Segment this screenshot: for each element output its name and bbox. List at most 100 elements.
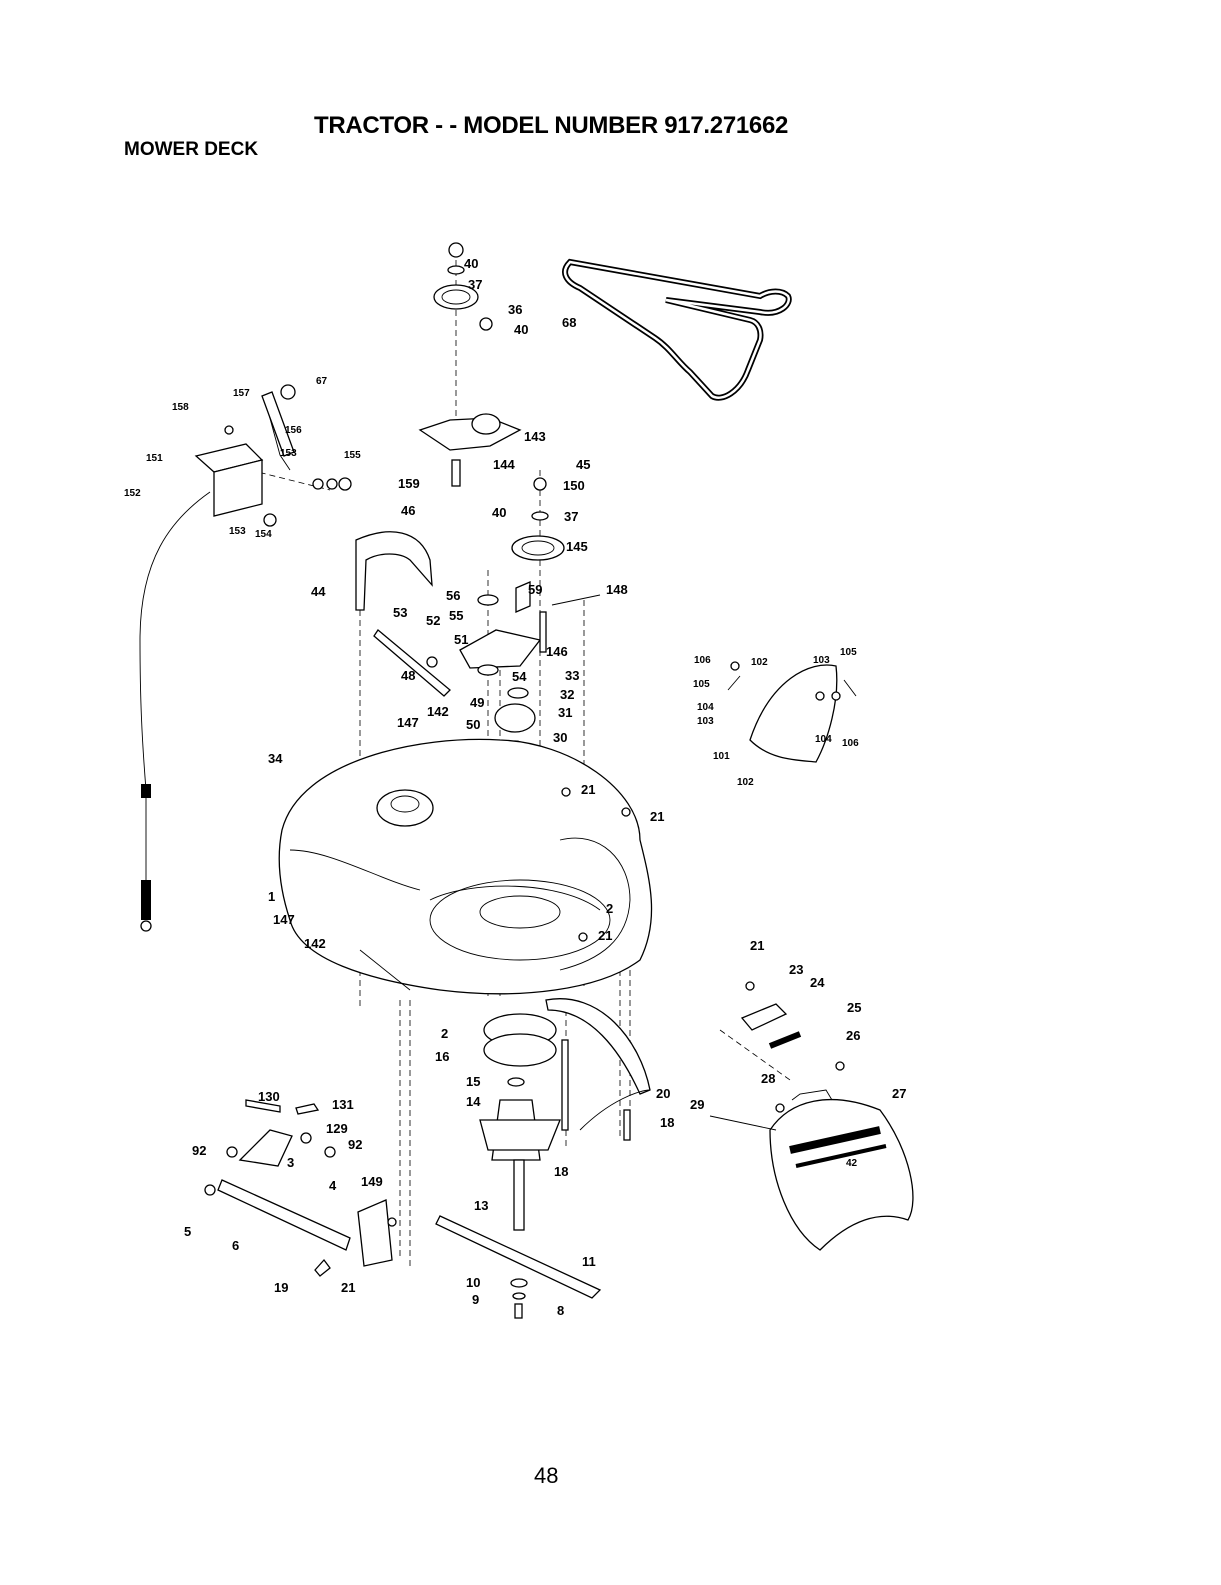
part-callout: 54 bbox=[512, 669, 527, 684]
part-callout: 102 bbox=[751, 657, 768, 668]
part-callout: 13 bbox=[474, 1198, 488, 1213]
part-callout: 37 bbox=[564, 509, 578, 524]
part-callout: 24 bbox=[810, 975, 825, 990]
part-callout: 48 bbox=[401, 668, 415, 683]
part-callout: 52 bbox=[426, 613, 440, 628]
part-callout: 53 bbox=[393, 605, 407, 620]
part-callout: 2 bbox=[441, 1026, 448, 1041]
part-callout: 106 bbox=[694, 655, 711, 666]
part-callout: 105 bbox=[840, 647, 857, 658]
part-callout: 28 bbox=[761, 1071, 775, 1086]
part-callout: 103 bbox=[813, 655, 830, 666]
part-callout: 106 bbox=[842, 738, 859, 749]
part-callout: 4 bbox=[329, 1178, 337, 1193]
part-callout: 151 bbox=[146, 453, 163, 464]
discharge-chute: 42 bbox=[709, 1089, 914, 1251]
part-callout: 25 bbox=[847, 1000, 861, 1015]
part-callout: 147 bbox=[397, 715, 419, 730]
part-callout: 18 bbox=[660, 1115, 674, 1130]
part-callout: 104 bbox=[697, 702, 714, 713]
part-callout: 20 bbox=[656, 1086, 670, 1101]
part-callout: 55 bbox=[449, 608, 463, 623]
belt-guard bbox=[355, 531, 433, 611]
idler-pulley-upper bbox=[418, 242, 522, 487]
part-callout: 10 bbox=[466, 1275, 480, 1290]
front-linkage bbox=[204, 1099, 397, 1277]
part-callout: 21 bbox=[581, 782, 595, 797]
part-callout: 23 bbox=[789, 962, 803, 977]
part-callout: 44 bbox=[311, 584, 326, 599]
part-callout: 142 bbox=[304, 936, 326, 951]
part-callout: 103 bbox=[697, 716, 714, 727]
part-callout: 29 bbox=[690, 1097, 704, 1112]
part-callout: 102 bbox=[737, 777, 754, 788]
part-callout: 92 bbox=[192, 1143, 206, 1158]
part-callout: 37 bbox=[468, 277, 482, 292]
part-callout: 16 bbox=[435, 1049, 449, 1064]
part-callout: 9 bbox=[472, 1292, 479, 1307]
part-callout: 40 bbox=[492, 505, 506, 520]
chute-bracket bbox=[740, 981, 845, 1071]
part-callout: 40 bbox=[464, 256, 478, 271]
deck-arm bbox=[545, 998, 651, 1141]
part-callout: 156 bbox=[285, 425, 302, 436]
part-callout: 159 bbox=[398, 476, 420, 491]
part-callout: 36 bbox=[508, 302, 522, 317]
part-callout: 14 bbox=[466, 1094, 481, 1109]
part-callout: 157 bbox=[233, 388, 250, 399]
part-callout: 59 bbox=[528, 582, 542, 597]
pulley-145 bbox=[511, 477, 565, 561]
part-callout: 152 bbox=[124, 488, 141, 499]
spindle-assembly bbox=[435, 1013, 602, 1319]
idler-bracket bbox=[373, 581, 601, 750]
part-callout: 154 bbox=[255, 529, 272, 540]
part-callout: 27 bbox=[892, 1086, 906, 1101]
part-callout: 150 bbox=[563, 478, 585, 493]
page-title: TRACTOR - - MODEL NUMBER 917.271662 bbox=[314, 112, 789, 139]
part-callout: 92 bbox=[348, 1137, 362, 1152]
part-callout: 45 bbox=[576, 457, 590, 472]
page-number: 48 bbox=[534, 1463, 559, 1488]
part-callout: 49 bbox=[470, 695, 484, 710]
part-callout: 40 bbox=[514, 322, 528, 337]
part-callout: 26 bbox=[846, 1028, 860, 1043]
part-callout: 158 bbox=[172, 402, 189, 413]
part-callout: 21 bbox=[650, 809, 664, 824]
part-callout: 129 bbox=[326, 1121, 348, 1136]
section-title: MOWER DECK bbox=[124, 139, 259, 160]
part-callout: 143 bbox=[524, 429, 546, 444]
part-callout: 1 bbox=[268, 889, 275, 904]
part-callout: 5 bbox=[184, 1224, 191, 1239]
part-callout: 146 bbox=[546, 644, 568, 659]
drive-belt bbox=[562, 258, 792, 401]
part-callout: 144 bbox=[493, 457, 515, 472]
part-callout: 32 bbox=[560, 687, 574, 702]
discharge-deflector-small bbox=[727, 661, 857, 763]
part-callout: 34 bbox=[268, 751, 283, 766]
part-callout: 149 bbox=[361, 1174, 383, 1189]
part-callout: 105 bbox=[693, 679, 710, 690]
mower-deck bbox=[278, 738, 653, 995]
part-callout: 19 bbox=[274, 1280, 288, 1295]
part-callout: 2 bbox=[606, 901, 613, 916]
part-callout: 104 bbox=[815, 734, 832, 745]
part-callout: 145 bbox=[566, 539, 588, 554]
part-callout: 6 bbox=[232, 1238, 239, 1253]
deck-emblem: 42 bbox=[846, 1158, 858, 1169]
part-callout: 30 bbox=[553, 730, 567, 745]
part-callout: 18 bbox=[554, 1164, 568, 1179]
part-callout: 131 bbox=[332, 1097, 354, 1112]
part-callout: 147 bbox=[273, 912, 295, 927]
part-callout: 11 bbox=[582, 1254, 596, 1269]
part-callout: 50 bbox=[466, 717, 480, 732]
part-callout: 46 bbox=[401, 503, 415, 518]
part-callout: 51 bbox=[454, 632, 468, 647]
part-callout: 3 bbox=[287, 1155, 294, 1170]
part-callout: 130 bbox=[258, 1089, 280, 1104]
part-callout: 67 bbox=[316, 376, 328, 387]
part-callout: 33 bbox=[565, 668, 579, 683]
part-callout: 153 bbox=[229, 526, 246, 537]
lift-lever-assembly bbox=[139, 384, 352, 932]
part-callout: 153 bbox=[280, 448, 297, 459]
